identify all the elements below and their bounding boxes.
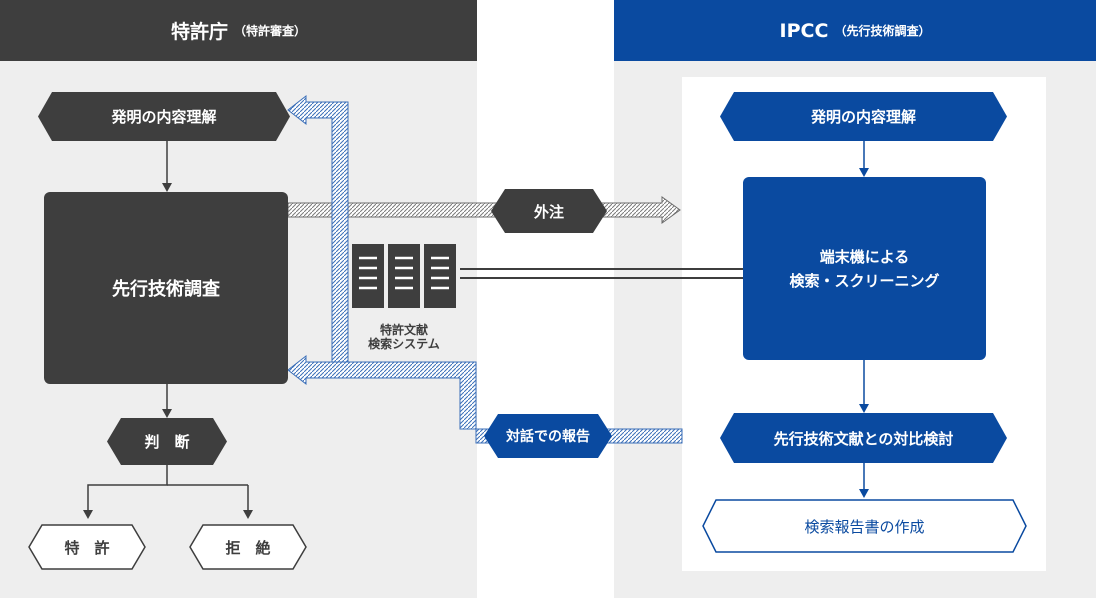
search-system-label-line2: 検索システム bbox=[368, 337, 440, 351]
dialog-report-label: 対話での報告 bbox=[484, 414, 612, 458]
ipcc-step-search-line1: 端末機による bbox=[819, 247, 910, 266]
search-system-label: 特許文献 検索システム bbox=[352, 323, 456, 351]
ipcc-step-search-line2: 検索・スクリーニング bbox=[789, 271, 940, 290]
ipcc-step-compare: 先行技術文献との対比検討 bbox=[720, 413, 1007, 463]
ipcc-step-understand: 発明の内容理解 bbox=[720, 92, 1007, 141]
jpo-step-understand: 発明の内容理解 bbox=[38, 92, 290, 141]
ipcc-step-report: 検索報告書の作成 bbox=[804, 517, 925, 536]
ipcc-step-search-screening: 端末機による 検索・スクリーニング bbox=[743, 177, 986, 360]
ipcc-title: IPCC bbox=[779, 19, 829, 42]
jpo-subtitle: （特許審査） bbox=[234, 24, 307, 38]
ipcc-subtitle: （先行技術調査） bbox=[834, 24, 931, 38]
outsource-label: 外注 bbox=[491, 189, 607, 233]
system-link-lines bbox=[460, 268, 743, 279]
result-reject: 拒 絶 bbox=[225, 538, 271, 557]
jpo-step-judgment: 判 断 bbox=[107, 418, 227, 465]
jpo-step-prior-art-search: 先行技術調査 bbox=[44, 192, 288, 384]
right-flow-arrows bbox=[859, 141, 869, 498]
result-patent: 特 許 bbox=[64, 538, 110, 557]
document-database-icon bbox=[352, 244, 456, 308]
ipcc-header: IPCC （先行技術調査） bbox=[614, 0, 1096, 61]
jpo-title: 特許庁 bbox=[170, 21, 228, 43]
search-system-label-line1: 特許文献 bbox=[379, 323, 428, 337]
left-flow-arrows bbox=[83, 141, 253, 519]
jpo-header: 特許庁 （特許審査） bbox=[0, 0, 477, 61]
